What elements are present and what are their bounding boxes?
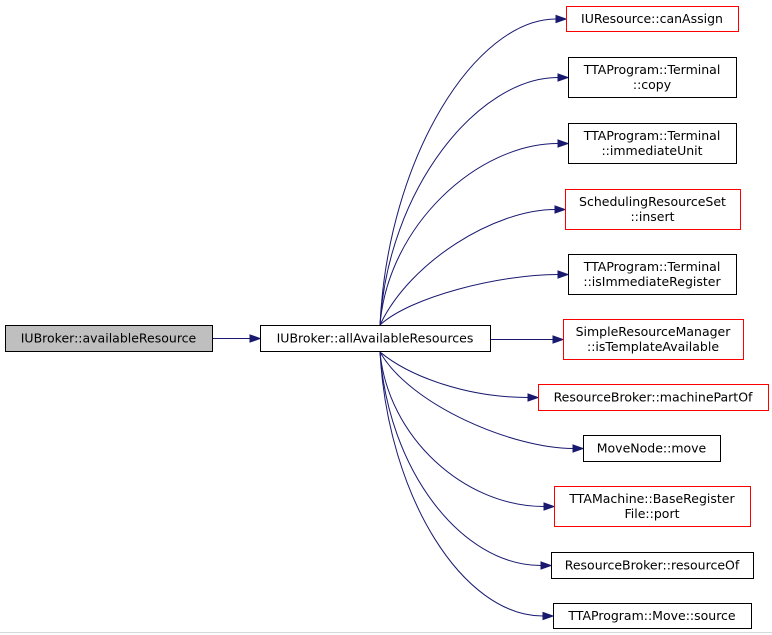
- node-label: TTAProgram::Terminal: [583, 128, 721, 143]
- edge-all-available-resources-to-resource-of: [379, 351, 542, 566]
- node-label: ::immediateUnit: [601, 143, 702, 158]
- node-label: SchedulingResourceSet: [579, 194, 726, 209]
- nodes-layer: IUBroker::availableResource IUBroker::all…: [5, 6, 769, 629]
- node-box[interactable]: [260, 325, 491, 352]
- node-label: SimpleResourceManager: [576, 324, 732, 339]
- node-available-resource[interactable]: IUBroker::availableResource: [5, 325, 213, 352]
- node-resource-of[interactable]: ResourceBroker::resourceOf: [551, 552, 754, 579]
- node-box[interactable]: [554, 486, 751, 527]
- node-box[interactable]: [568, 57, 737, 98]
- bottom-divider: [0, 632, 772, 633]
- node-label: ::isImmediateRegister: [583, 274, 721, 289]
- arrowhead-all-available-resources: [249, 334, 262, 343]
- node-label: TTAProgram::Terminal: [583, 259, 721, 274]
- arrowhead-resource-of: [540, 561, 553, 570]
- node-can-assign[interactable]: IUResource::canAssign: [566, 6, 739, 32]
- arrowhead-move-node-move: [572, 444, 585, 453]
- node-label: ::copy: [633, 77, 672, 92]
- edge-all-available-resources-to-machine-part-of: [379, 351, 529, 398]
- node-label: TTAMachine::BaseRegister: [568, 491, 735, 506]
- arrowhead-terminal-immediate-unit: [557, 139, 570, 148]
- node-box[interactable]: [583, 435, 721, 462]
- node-move-node-move[interactable]: MoveNode::move: [583, 435, 721, 462]
- node-box[interactable]: [563, 319, 744, 360]
- node-label: ResourceBroker::resourceOf: [565, 558, 740, 573]
- node-label: TTAProgram::Terminal: [583, 62, 721, 77]
- node-label: IUBroker::availableResource: [21, 331, 197, 346]
- node-label: IUBroker::allAvailableResources: [277, 331, 474, 346]
- arrowhead-base-register-file-port: [543, 502, 556, 511]
- arrowhead-terminal-copy: [557, 73, 570, 82]
- edge-all-available-resources-to-terminal-copy: [379, 77, 559, 326]
- node-box[interactable]: [553, 603, 752, 629]
- node-label: ResourceBroker::machinePartOf: [554, 390, 753, 405]
- node-scheduling-resource-set-insert[interactable]: SchedulingResourceSet::insert: [565, 189, 741, 230]
- node-label: MoveNode::move: [597, 441, 707, 456]
- edge-all-available-resources-to-scheduling-resource-set-insert: [379, 209, 556, 326]
- edge-all-available-resources-to-can-assign: [379, 18, 557, 326]
- arrowhead-scheduling-resource-set-insert: [554, 205, 567, 214]
- arrowhead-can-assign: [555, 14, 568, 24]
- edge-all-available-resources-to-move-node-move: [379, 351, 574, 449]
- node-terminal-immediate-unit[interactable]: TTAProgram::Terminal::immediateUnit: [568, 123, 737, 164]
- node-box[interactable]: [568, 254, 737, 295]
- arrowhead-terminal-is-immediate-register: [557, 270, 570, 279]
- node-move-source[interactable]: TTAProgram::Move::source: [553, 603, 752, 629]
- arrowhead-move-source: [542, 611, 555, 621]
- node-box[interactable]: [568, 123, 737, 164]
- arrowhead-machine-part-of: [527, 393, 540, 402]
- node-is-template-available[interactable]: SimpleResourceManager::isTemplateAvailab…: [563, 319, 744, 360]
- edge-all-available-resources-to-move-source: [379, 351, 544, 617]
- edge-all-available-resources-to-terminal-is-immediate-register: [379, 274, 559, 326]
- node-box[interactable]: [538, 384, 769, 411]
- node-label: ::insert: [630, 209, 674, 224]
- edge-all-available-resources-to-terminal-immediate-unit: [379, 143, 559, 326]
- node-label: TTAProgram::Move::source: [567, 608, 736, 623]
- node-box[interactable]: [5, 325, 213, 352]
- node-label: ::isTemplateAvailable: [587, 339, 719, 354]
- node-terminal-is-immediate-register[interactable]: TTAProgram::Terminal::isImmediateRegiste…: [568, 254, 737, 295]
- node-box[interactable]: [566, 6, 739, 32]
- node-box[interactable]: [551, 552, 754, 579]
- node-label: File::port: [625, 506, 680, 521]
- node-box[interactable]: [565, 189, 741, 230]
- node-label: IUResource::canAssign: [581, 11, 723, 26]
- node-machine-part-of[interactable]: ResourceBroker::machinePartOf: [538, 384, 769, 411]
- node-terminal-copy[interactable]: TTAProgram::Terminal::copy: [568, 57, 737, 98]
- edge-all-available-resources-to-base-register-file-port: [379, 351, 545, 507]
- edges-layer: [212, 14, 585, 621]
- arrowhead-is-template-available: [552, 335, 565, 344]
- node-all-available-resources[interactable]: IUBroker::allAvailableResources: [260, 325, 491, 352]
